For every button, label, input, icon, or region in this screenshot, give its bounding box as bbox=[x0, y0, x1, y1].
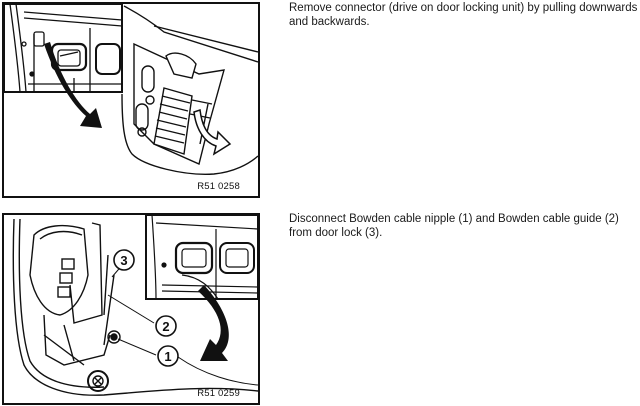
figure-reference: R51 0259 bbox=[197, 388, 240, 399]
bowden-cable-illustration: 3 2 1 bbox=[12, 215, 258, 396]
callout-1: 1 bbox=[157, 345, 179, 367]
connector-detail bbox=[121, 5, 258, 175]
connector-illustration bbox=[4, 4, 258, 175]
svg-text:2: 2 bbox=[162, 319, 169, 334]
figure-bowden-cable: 3 2 1 R51 0259 bbox=[2, 213, 260, 405]
pull-arrow-icon bbox=[193, 108, 232, 156]
instruction-text: Disconnect Bowden cable nipple (1) and B… bbox=[289, 213, 619, 239]
direction-arrow-icon bbox=[198, 285, 229, 361]
svg-text:3: 3 bbox=[120, 253, 127, 268]
figure-remove-connector: R51 0258 bbox=[2, 2, 260, 198]
callout-2: 2 bbox=[155, 315, 177, 337]
door-overview-inset bbox=[145, 215, 258, 300]
figure-reference: R51 0258 bbox=[197, 181, 240, 192]
svg-text:1: 1 bbox=[164, 349, 171, 364]
direction-arrow-icon bbox=[44, 42, 102, 128]
callout-3: 3 bbox=[113, 249, 135, 271]
door-lock-body bbox=[12, 218, 258, 396]
instruction-text: Remove connector (drive on door locking … bbox=[289, 2, 638, 28]
